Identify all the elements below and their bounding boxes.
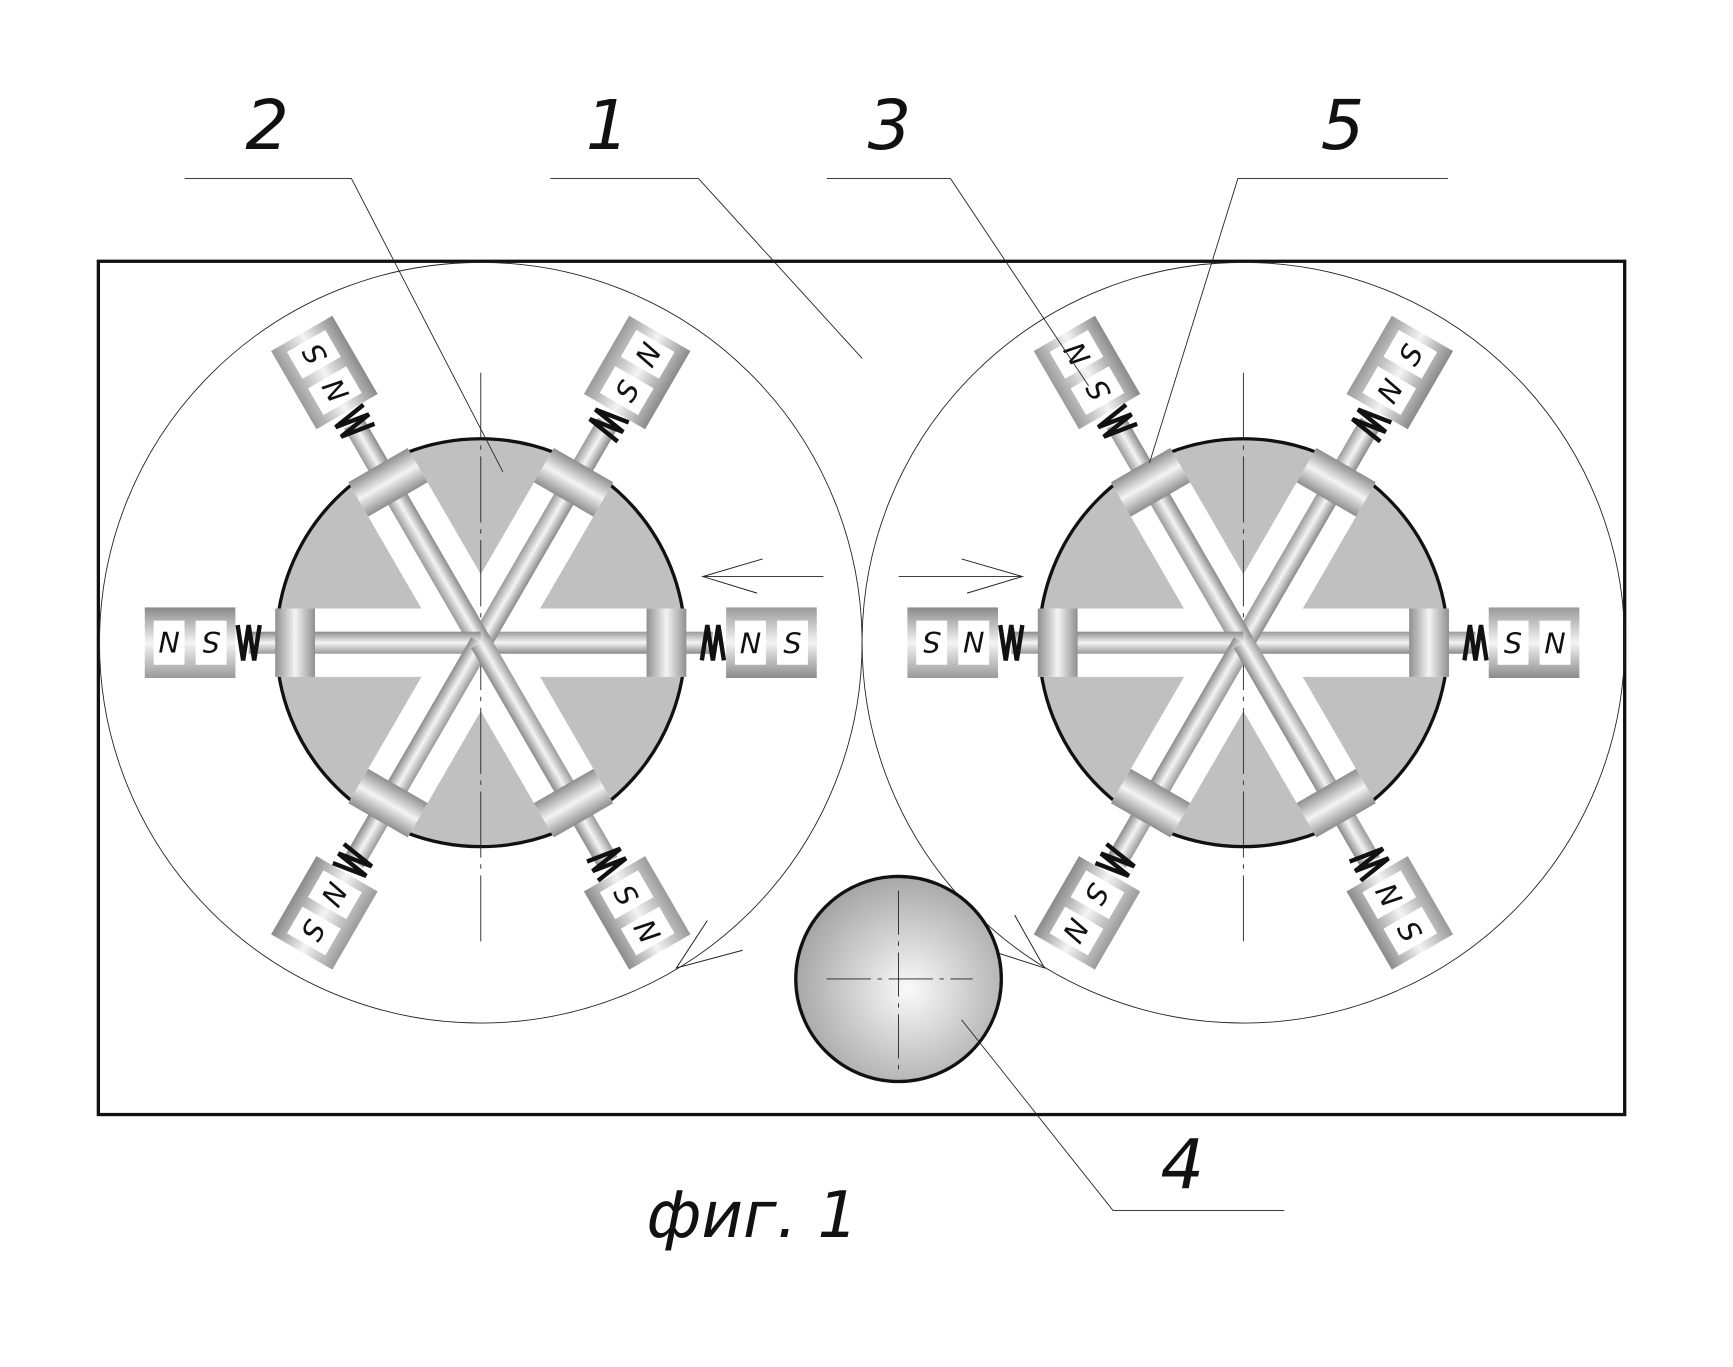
spoke-assembly: SN [1033,637,1253,970]
pole-box-inner [599,870,654,920]
spring-icon [235,624,262,661]
pole-box-outer [1383,906,1438,956]
spoke-assembly: SN [1033,315,1253,649]
label-rotor: 2 [245,86,289,166]
spoke-assembly: NS [1233,315,1454,649]
pole-box-inner [599,366,654,416]
spring-icon [588,407,630,444]
spring-icon [586,846,628,883]
rod-collar [1409,608,1449,677]
pole-box-inner [958,620,990,665]
spoke-assembly: NS [907,607,1244,678]
figure-caption: фиг. 1 [647,1179,859,1253]
magnet-3 [1033,856,1141,970]
label-frame: 1 [586,86,630,166]
pole-box-inner [1362,366,1417,416]
housing-frame [96,259,1627,1117]
right-arrow [898,558,1025,594]
spoke-assembly: SN [144,607,481,678]
rod-collar [1037,608,1078,677]
spoke-assembly: NS [271,315,491,649]
rod-collar [1110,768,1191,838]
rotation-arrow-right [989,914,1046,969]
magnet-outer-pole: S [783,627,801,661]
spring-icon [1351,407,1393,444]
magnet-3 [1346,315,1454,430]
pole-box-outer [1539,620,1571,665]
magnet-3 [1346,856,1454,970]
spring-icon [1462,624,1489,661]
rotation-arrow-left [675,920,743,969]
spring-icon [998,624,1025,661]
magnet-3 [271,315,378,430]
pole-box-inner [308,870,362,920]
pole-box-outer [1383,329,1438,379]
rod-collar [646,608,687,677]
pole-box-outer [1049,329,1104,379]
spoke-assembly: SN [471,315,691,649]
pole-box-inner [1070,870,1125,920]
spring-icon [1348,846,1390,883]
pole-box-inner [308,366,362,416]
pole-box-outer [287,906,341,956]
spring-icon [334,403,376,439]
right-orbit-circle [861,261,1626,1024]
rod-collar [1296,448,1376,517]
rod-collar [1296,768,1376,838]
rod-collar [348,448,428,517]
pole-box-outer [916,620,948,665]
magnet-inner-pole: N [740,627,761,661]
magnet-inner-pole: S [1504,627,1522,661]
pole-box-inner [1070,366,1125,416]
pole-box-outer [153,620,185,665]
spring-icon [699,624,727,661]
pole-box-inner [734,620,766,665]
magnet-inner-pole: N [963,625,984,659]
spoke-assembly: NS [1233,637,1454,970]
rod-collar [1110,448,1191,517]
magnet-3 [583,315,691,430]
rod-collar [275,608,315,677]
spring-icon [1094,842,1136,878]
pole-box-inner [1362,870,1417,920]
magnet-outer-pole: S [923,625,941,659]
leader-lines [184,178,1448,1211]
label-ball: 4 [1160,1125,1204,1205]
pole-box-outer [620,329,675,379]
spring-icon [332,842,374,878]
magnet-outer-pole: N [1544,627,1565,661]
rod-collar [533,448,614,517]
magnet-3 [583,856,691,970]
pole-box-outer [776,620,808,665]
spring-icon [1096,403,1138,439]
pole-box-outer [620,906,675,956]
ball-centerlines [826,890,973,1070]
label-magnet: 3 [868,86,912,166]
pole-box-outer [1049,906,1104,956]
pole-box-outer [287,329,341,379]
magnet-inner-pole: S [202,625,220,659]
magnet-3 [271,856,378,970]
label-rod: 5 [1321,86,1365,166]
spoke-assembly: NS [271,637,491,970]
pole-box-inner [195,620,227,665]
rod-collar [348,768,428,838]
spoke-assembly: SN [471,637,691,970]
left-arrow [701,558,824,594]
rod-collar [533,768,614,838]
pole-box-inner [1497,620,1529,665]
magnet-outer-pole: N [158,625,179,659]
